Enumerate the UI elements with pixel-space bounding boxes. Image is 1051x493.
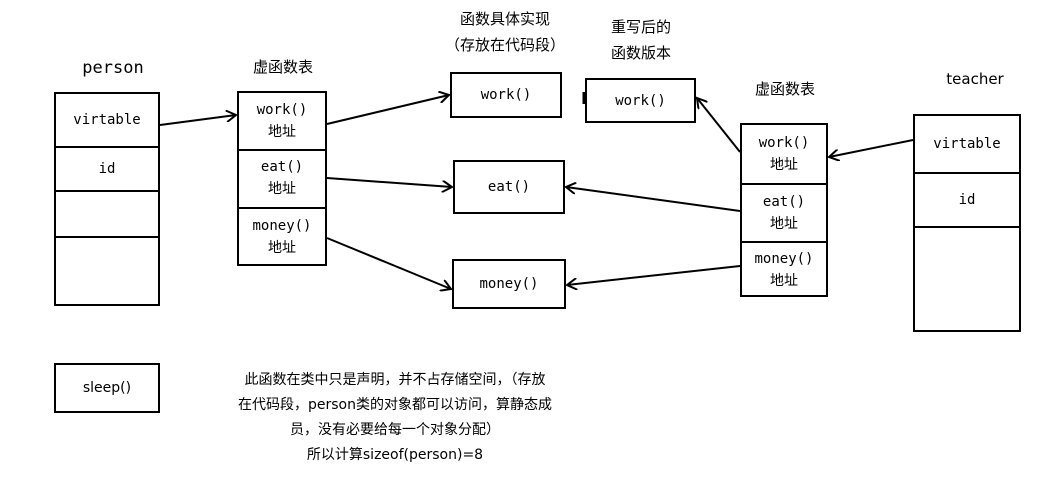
vtable-left-box: work() 地址 eat() 地址 money() 地址 — [237, 91, 327, 266]
rewritten-work-box: work() — [585, 78, 696, 123]
arrow-person-to-vtable — [159, 115, 236, 126]
impl-money-box: money() — [452, 259, 566, 309]
impl-eat-label: eat() — [487, 179, 531, 195]
note-line-1: 此函数在类中只是声明，并不占存储空间，（存放 — [244, 372, 546, 388]
vtable-right-eat-name: eat() — [762, 194, 806, 210]
vtable-right-entry-eat: eat() 地址 — [742, 185, 826, 241]
person-box: virtable id — [54, 92, 160, 306]
note-line-2: 在代码段，person类的对象都可以访问，算静态成 — [238, 397, 552, 413]
teacher-cell-virtable: virtable — [933, 136, 1001, 152]
impl-title-line1: 函数具体实现 — [459, 10, 550, 28]
teacher-cell-id: id — [958, 192, 976, 208]
impl-money-label: money() — [479, 276, 539, 292]
vtable-right-money-addr: 地址 — [770, 273, 798, 289]
vtable-left-entry-work: work() 地址 — [239, 93, 325, 149]
note-line-4: 所以计算sizeof(person)=8 — [306, 447, 484, 463]
impl-title-line2: （存放在代码段） — [444, 36, 565, 54]
vtable-right-box: work() 地址 eat() 地址 money() 地址 — [740, 123, 828, 297]
vtable-right-entry-work: work() 地址 — [742, 125, 826, 183]
vtable-right-title: 虚函数表 — [754, 80, 815, 98]
rewritten-work-label: work() — [615, 92, 666, 109]
vtable-left-eat-addr: 地址 — [268, 181, 296, 197]
arrow-left-eat-to-impl — [326, 177, 452, 187]
sleep-box: sleep() — [54, 363, 160, 413]
vtable-right-money-name: money() — [754, 251, 814, 267]
vtable-left-entry-money: money() 地址 — [239, 209, 325, 265]
vtable-left-money-name: money() — [252, 218, 312, 234]
sleep-note: 此函数在类中只是声明，并不占存储空间，（存放 在代码段，person类的对象都可… — [180, 368, 610, 468]
arrow-left-money-to-impl — [326, 237, 451, 289]
vtable-left-entry-eat: eat() 地址 — [239, 151, 325, 205]
vtable-left-work-name: work() — [256, 102, 308, 118]
vtable-left-work-addr: 地址 — [268, 124, 296, 140]
arrow-right-money-to-impl — [567, 265, 741, 285]
note-line-3: 员，没有必要给每一个对象分配） — [290, 422, 500, 438]
rewritten-title-line1: 重写后的 — [610, 18, 671, 36]
vtable-right-work-name: work() — [758, 135, 810, 151]
person-title: person — [82, 58, 144, 78]
vtable-left-title: 虚函数表 — [252, 58, 313, 76]
teacher-box: virtable id — [913, 114, 1021, 332]
person-cell-id: id — [98, 161, 116, 177]
vtable-left-money-addr: 地址 — [268, 240, 296, 256]
vtable-left-eat-name: eat() — [260, 159, 304, 175]
arrow-right-eat-to-impl — [566, 187, 741, 212]
arrow-left-work-to-impl — [326, 95, 449, 125]
vtable-right-entry-money: money() 地址 — [742, 243, 826, 297]
impl-work-box: work() — [450, 72, 562, 118]
vtable-right-work-addr: 地址 — [770, 157, 798, 173]
person-cell-virtable: virtable — [73, 112, 141, 128]
sleep-label: sleep() — [82, 380, 132, 396]
impl-eat-box: eat() — [453, 160, 565, 214]
vtable-right-eat-addr: 地址 — [770, 216, 798, 232]
arrow-teacher-to-vtable — [829, 139, 914, 157]
teacher-title: teacher — [946, 70, 1004, 88]
rewritten-title-line2: 函数版本 — [610, 44, 671, 62]
arrow-right-work-to-rewritten — [697, 98, 741, 153]
impl-work-label: work() — [480, 87, 532, 103]
